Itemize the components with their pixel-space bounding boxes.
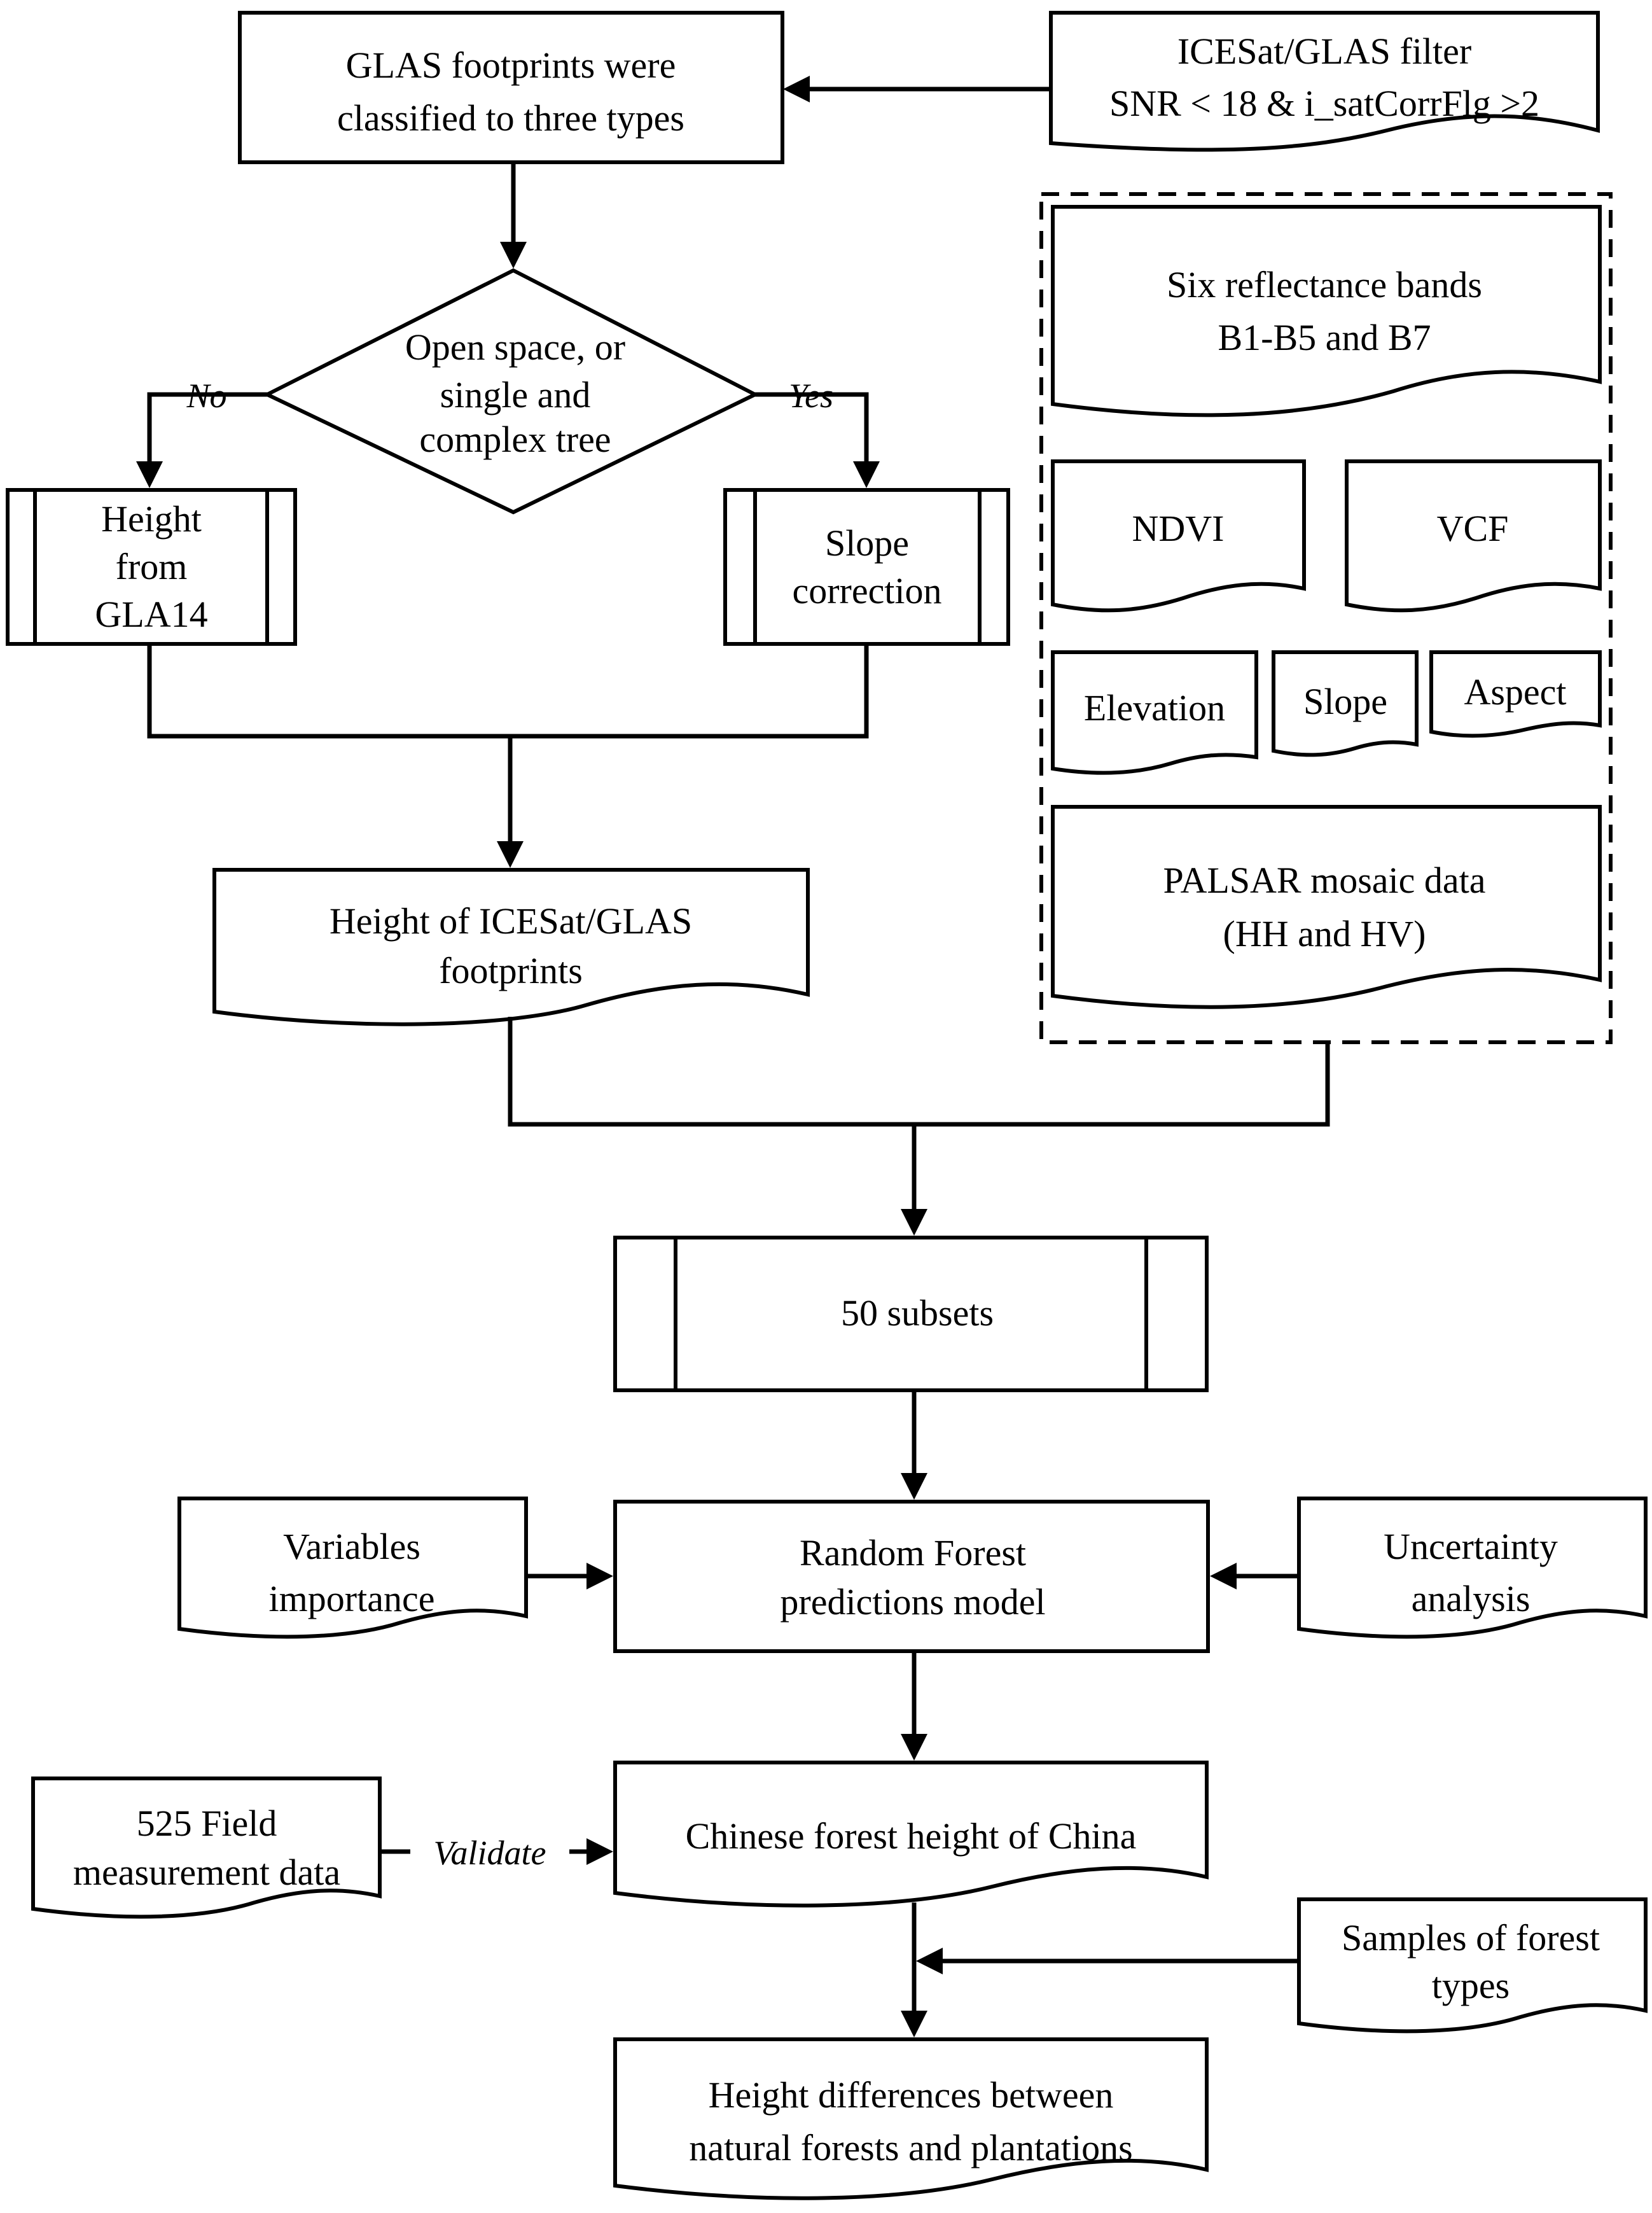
slope-correction-label-2: correction	[792, 570, 941, 611]
edge-label-yes: Yes	[789, 377, 833, 415]
slope-label: Slope	[1303, 681, 1387, 722]
variables-importance-label-1: Variables	[283, 1526, 420, 1567]
height-footprints-label-2: footprints	[439, 950, 583, 991]
height-footprints-doc	[212, 868, 810, 1026]
palsar-label-2: (HH and HV)	[1223, 913, 1426, 954]
random-forest-box	[613, 1500, 1210, 1653]
height-gla14-label-1: Height	[101, 498, 202, 540]
forest-types-label-1: Samples of forest	[1342, 1917, 1600, 1958]
variables-importance-label-2: importance	[269, 1578, 435, 1619]
glas-footprints-box	[238, 11, 784, 164]
reflectance-bands-label-1: Six reflectance bands	[1167, 264, 1482, 305]
arrow-yes-branch	[755, 392, 880, 488]
slope-correction-label-1: Slope	[825, 522, 909, 564]
random-forest-label-1: Random Forest	[800, 1532, 1026, 1574]
aspect-label: Aspect	[1464, 671, 1566, 713]
icesat-filter-label-2: SNR < 18 & i_satCorrFlg >2	[1109, 83, 1539, 124]
field-data-label-2: measurement data	[73, 1852, 340, 1893]
aspect-doc	[1429, 650, 1602, 738]
icesat-filter-doc	[1049, 11, 1600, 152]
subsets-label: 50 subsets	[841, 1292, 994, 1334]
decision-label-3: complex tree	[419, 419, 611, 460]
palsar-doc	[1051, 805, 1602, 1009]
slope-correction-box	[723, 488, 1010, 646]
reflectance-bands-label-2: B1-B5 and B7	[1218, 317, 1431, 358]
glas-footprints-label-2: classified to three types	[337, 97, 684, 139]
vcf-doc	[1345, 459, 1602, 613]
decision-label-1: Open space, or	[405, 326, 625, 368]
field-data-doc	[31, 1777, 382, 1919]
glas-footprints-label-1: GLAS footprints were	[346, 45, 676, 86]
height-footprints-label-1: Height of ICESat/GLAS	[330, 900, 692, 942]
elevation-doc	[1051, 650, 1258, 775]
slope-doc	[1272, 650, 1419, 757]
icesat-filter-label-1: ICESat/GLAS filter	[1177, 31, 1471, 72]
elevation-label: Elevation	[1084, 687, 1225, 729]
arrow-no-branch	[136, 392, 267, 488]
height-differences-doc	[613, 2037, 1209, 2200]
merge-line-inputs	[508, 1017, 1330, 1127]
forest-height-label: Chinese forest height of China	[686, 1815, 1137, 1857]
forest-types-doc	[1297, 1897, 1648, 2034]
merge-line-height-branches	[147, 644, 869, 739]
vcf-label: VCF	[1437, 508, 1509, 549]
uncertainty-doc	[1297, 1497, 1648, 1639]
subsets-box	[613, 1236, 1209, 1392]
edge-label-validate: Validate	[434, 1834, 546, 1872]
tree-type-decision	[263, 268, 760, 515]
variables-importance-doc	[177, 1497, 528, 1639]
uncertainty-label-2: analysis	[1412, 1578, 1531, 1619]
uncertainty-label-1: Uncertainty	[1384, 1526, 1558, 1567]
ndvi-label: NDVI	[1132, 508, 1225, 549]
height-gla14-label-2: from	[116, 546, 188, 587]
reflectance-bands-doc	[1051, 205, 1602, 417]
ndvi-doc	[1051, 459, 1306, 613]
random-forest-label-2: predictions model	[780, 1581, 1045, 1623]
forest-height-doc	[613, 1761, 1209, 1908]
height-differences-label-2: natural forests and plantations	[689, 2127, 1132, 2168]
edge-label-no: No	[186, 377, 226, 415]
height-differences-label-1: Height differences between	[709, 2074, 1114, 2116]
field-data-label-1: 525 Field	[137, 1803, 277, 1844]
decision-label-2: single and	[440, 374, 591, 415]
forest-types-label-2: types	[1432, 1965, 1510, 2006]
height-gla14-label-3: GLA14	[95, 594, 207, 635]
palsar-label-1: PALSAR mosaic data	[1163, 860, 1486, 901]
